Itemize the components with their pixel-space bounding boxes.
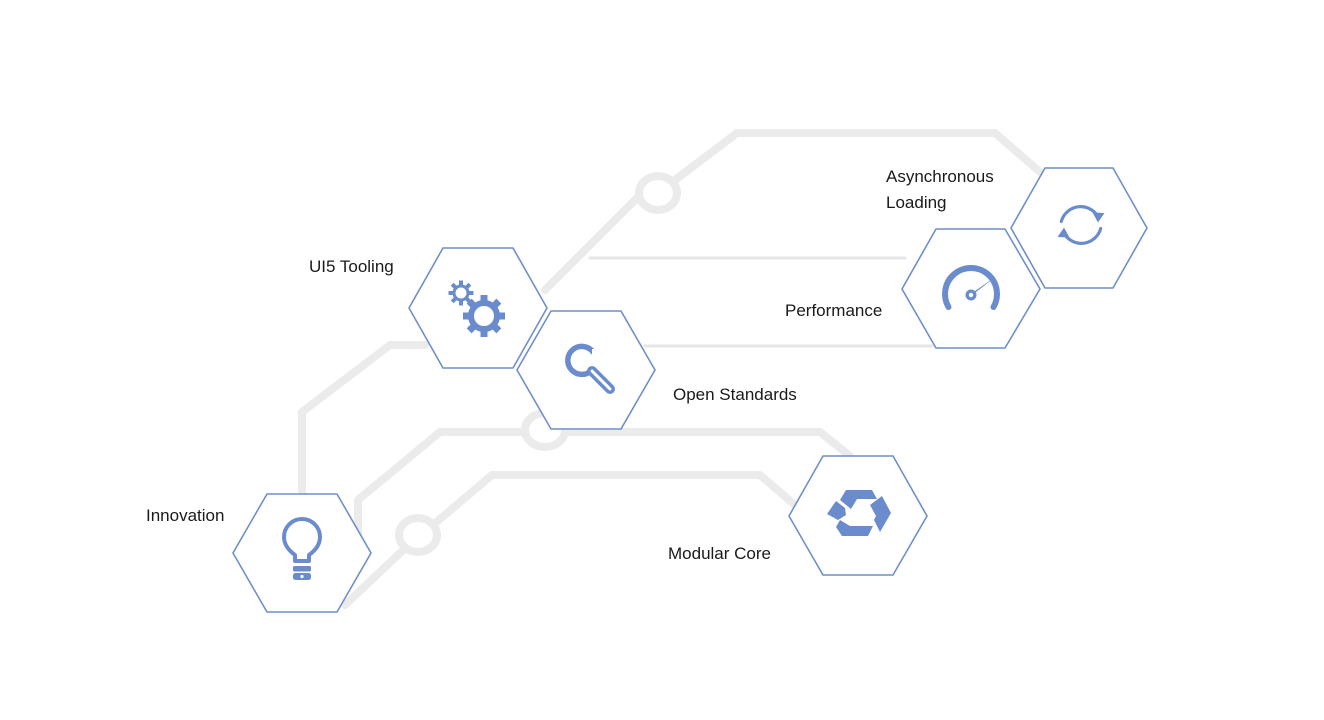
hex-innovation [232,493,372,613]
refresh-icon [1057,205,1105,245]
async-loading-label-line2: Loading [886,193,947,212]
track-middle [354,428,854,549]
innovation-label: Innovation [146,506,224,525]
modular-core-label: Modular Core [668,544,771,563]
hex-ui5-tooling [408,247,548,369]
track-lower [341,471,799,609]
feature-innovation: Innovation [146,493,372,613]
small-gear-icon [448,280,474,306]
ui5-tooling-label: UI5 Tooling [309,257,394,276]
track-node-top [635,172,681,214]
feature-ui5-tooling: UI5 Tooling [309,247,548,369]
track-innovation-up [298,341,429,504]
lightbulb-icon [282,517,322,580]
hex-open-standards [516,310,656,430]
hex-modular-core [788,455,928,576]
cube-icon [827,490,891,536]
hex-performance [901,228,1041,349]
feature-performance: Performance [785,228,1041,349]
circuit-tracks [298,129,1044,609]
async-loading-label-line1: Asynchronous [886,167,994,186]
open-standards-label: Open Standards [673,385,797,404]
feature-async-loading: Asynchronous Loading [886,167,1148,289]
performance-label: Performance [785,301,882,320]
track-node-lower [395,514,441,556]
feature-modular-core: Modular Core [668,455,928,576]
feature-open-standards: Open Standards [516,310,797,430]
wrench-icon [565,343,615,394]
track-top [541,129,1044,294]
speedometer-icon [942,264,1000,310]
hex-async-loading [1010,167,1148,289]
